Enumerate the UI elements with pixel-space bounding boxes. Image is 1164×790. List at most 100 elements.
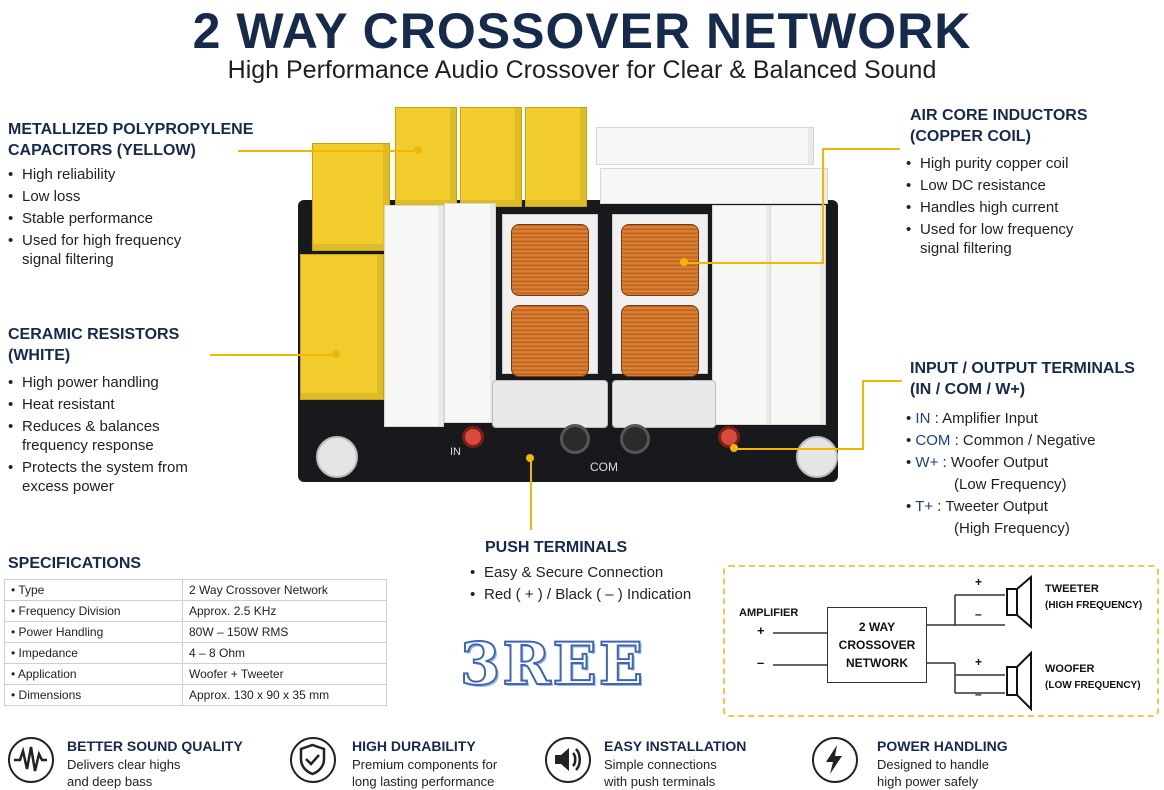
lightning-icon [812, 737, 858, 783]
spec-key: • Type [4, 579, 183, 601]
diagram-tweeter-label: TWEETER [1045, 583, 1099, 595]
list-item: • W+ : Woofer Output [906, 454, 1049, 471]
spec-key: • Dimensions [4, 684, 183, 706]
spec-key: • Power Handling [4, 621, 183, 643]
terminal-block [612, 380, 716, 428]
resistor [444, 203, 496, 423]
list-item: • T+ : Tweeter Output [906, 498, 1048, 515]
push-terminal-red[interactable] [718, 426, 740, 448]
list-item: High purity copper coil [906, 154, 1116, 173]
copper-coil [621, 305, 699, 377]
speaker-icon [545, 737, 591, 783]
terminal-desc: : Common / Negative [954, 432, 1096, 449]
leader-dot [730, 444, 738, 452]
mounting-post [796, 436, 838, 478]
feature-title: POWER HANDLING [877, 738, 1008, 754]
page-title: 2 WAY CROSSOVER NETWORK [192, 3, 972, 59]
box-line: 2 WAY [858, 620, 896, 634]
capacitor [312, 143, 390, 251]
diagram-woofer-label: WOOFER [1045, 663, 1095, 675]
terminal-desc: : Woofer Output [942, 454, 1049, 471]
list-item: Protects the system from excess power [8, 458, 208, 496]
leader-line [238, 150, 418, 152]
spec-key: • Impedance [4, 642, 183, 664]
leader-line [530, 458, 532, 530]
resistor [596, 127, 814, 165]
diagram-wiring [773, 574, 1032, 712]
copper-coil [511, 305, 589, 377]
resistors-list: High power handling Heat resistant Reduc… [8, 373, 208, 499]
terminal-desc: : Amplifier Input [934, 410, 1038, 427]
spec-value: 2 Way Crossover Network [182, 579, 387, 601]
capacitor [460, 107, 522, 207]
push-terminal-black[interactable] [560, 424, 590, 454]
capacitors-list: High reliability Low loss Stable perform… [8, 165, 208, 272]
inductors-title: AIR CORE INDUCTORS (COPPER COIL) [910, 105, 1088, 147]
list-item: Stable performance [8, 209, 208, 228]
feature-desc: Premium components for long lasting perfo… [352, 756, 497, 790]
feature-desc-line: high power safely [877, 774, 979, 789]
diagram-woofer-plus: + [975, 655, 983, 669]
push-terminals-title: PUSH TERMINALS [485, 539, 628, 556]
spec-value: 4 – 8 Ohm [182, 642, 387, 664]
list-item: Low DC resistance [906, 176, 1116, 195]
leader-line [822, 148, 900, 150]
resistor [712, 205, 772, 425]
spec-key: • Frequency Division [4, 600, 183, 622]
leader-line [822, 148, 824, 262]
io-terminals-list: • IN : Amplifier Input • COM : Common / … [906, 408, 1156, 540]
resistor [600, 168, 828, 204]
inductors-title-line1: AIR CORE INDUCTORS [910, 107, 1088, 124]
spec-key: • Application [4, 663, 183, 685]
leader-line [862, 380, 864, 448]
spec-value: Approx. 2.5 KHz [182, 600, 387, 622]
feature-desc-line: long lasting performance [352, 774, 495, 789]
list-item: Easy & Secure Connection [470, 563, 710, 582]
io-terminals-title-line2: (IN / COM / W+) [910, 381, 1026, 398]
resistors-title-line2: (WHITE) [8, 347, 71, 364]
capacitors-title: METALLIZED POLYPROPYLENE CAPACITORS (YEL… [8, 119, 253, 161]
feature-desc-line: with push terminals [604, 774, 716, 789]
capacitor [525, 107, 587, 207]
diagram-minus: – [757, 655, 765, 670]
capacitor [300, 254, 384, 400]
diagram-crossover-box: 2 WAY CROSSOVER NETWORK [827, 607, 927, 683]
leader-line [684, 262, 824, 264]
resistors-title: CERAMIC RESISTORS (WHITE) [8, 324, 179, 366]
spec-key-text: Type [18, 583, 45, 597]
list-item: Red ( + ) / Black ( – ) Indication [470, 585, 710, 604]
spec-value: 80W – 150W RMS [182, 621, 387, 643]
box-line: NETWORK [846, 656, 908, 670]
terminal-code: T+ [915, 498, 934, 515]
brand-logo: 3REE [459, 629, 645, 699]
leader-dot [526, 454, 534, 462]
push-terminals-list: Easy & Secure Connection Red ( + ) / Bla… [470, 563, 710, 607]
list-item: Reduces & balances frequency response [8, 417, 208, 455]
terminal-desc-sub: (High Frequency) [954, 520, 1070, 537]
diagram-amplifier-label: AMPLIFIER [739, 607, 799, 619]
mounting-post [316, 436, 358, 478]
box-line: CROSSOVER [838, 638, 916, 652]
feature-title: BETTER SOUND QUALITY [67, 738, 243, 754]
feature-desc-line: Premium components for [352, 757, 498, 772]
push-terminal-black[interactable] [620, 424, 650, 454]
feature-title: EASY INSTALLATION [604, 738, 747, 754]
resistor [770, 205, 826, 425]
list-item: High reliability [8, 165, 208, 184]
spec-value: Woofer + Tweeter [182, 663, 387, 685]
diagram-woofer-minus: – [975, 687, 982, 701]
spec-key-text: Dimensions [18, 688, 82, 702]
spec-key-text: Impedance [18, 646, 78, 660]
board-label-in: IN [450, 446, 461, 458]
push-terminal-red[interactable] [462, 426, 484, 448]
diagram-woofer-sub: (LOW FREQUENCY) [1045, 680, 1141, 691]
